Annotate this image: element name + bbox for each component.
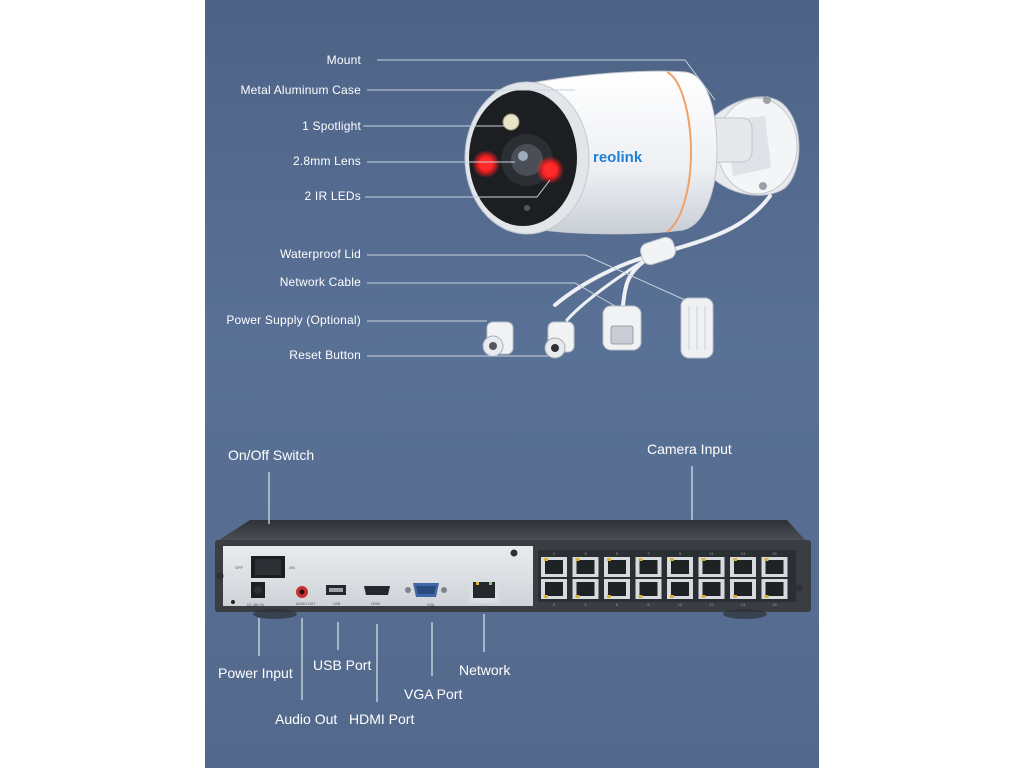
lan-slot-text: LAN <box>480 605 487 609</box>
poe-port-led <box>670 595 674 598</box>
nvr-leader-lines <box>258 466 693 702</box>
label-waterproof-lid: Waterproof Lid <box>279 247 361 261</box>
poe-port-led <box>701 558 706 561</box>
poe-port-socket <box>734 560 752 574</box>
poe-port-number: 1 <box>553 551 556 556</box>
poe-port-socket <box>671 582 689 596</box>
dc-power-jack: DC 48V IN <box>231 582 265 607</box>
poe-port-socket <box>702 582 721 596</box>
product-illustration: reolink <box>215 59 811 702</box>
poe-port-led <box>544 558 548 561</box>
poe-port-number: 3 <box>584 551 587 556</box>
poe-port-number: 8 <box>647 602 650 607</box>
poe-port-led <box>575 595 580 598</box>
label-vga-port: VGA Port <box>404 686 463 702</box>
label-network-cable: Network Cable <box>279 275 361 289</box>
poe-port-number: 6 <box>616 602 619 607</box>
switch-off-text: OFF <box>235 565 244 570</box>
poe-port-led <box>764 558 769 561</box>
cable-splitter <box>640 236 676 266</box>
vga-slot: VGA <box>405 583 447 607</box>
switch-on-text: ON <box>289 565 295 570</box>
label-usb-port: USB Port <box>313 657 372 673</box>
label-lens: 2.8mm Lens <box>292 154 361 168</box>
product-diagram-panel: reolink <box>205 0 819 768</box>
label-power-supply: Power Supply (Optional) <box>226 313 361 327</box>
poe-port-socket <box>671 560 689 574</box>
label-network: Network <box>459 662 511 678</box>
poe-port-socket <box>734 582 752 596</box>
lan-slot: LAN <box>469 579 499 609</box>
label-power-input: Power Input <box>218 665 293 681</box>
poe-port-led <box>607 595 611 598</box>
vga-slot-text: VGA <box>427 603 435 607</box>
poe-port-socket <box>765 560 784 574</box>
poe-port-led <box>575 558 580 561</box>
poe-port-number: 13 <box>741 551 746 556</box>
poe-port-led <box>670 558 674 561</box>
waterproof-lid <box>680 297 714 359</box>
network-connector <box>602 305 642 351</box>
poe-port-number: 10 <box>678 602 683 607</box>
label-audio-out: Audio Out <box>275 711 338 727</box>
power-connector <box>482 321 514 357</box>
poe-port-socket <box>576 582 595 596</box>
poe-port-socket <box>765 582 784 596</box>
poe-port-socket <box>639 582 658 596</box>
poe-port-number: 14 <box>741 602 746 607</box>
power-switch: OFF ON <box>235 556 295 578</box>
poe-port-socket <box>608 560 626 574</box>
poe-port-led <box>764 595 769 598</box>
poe-port-number: 7 <box>647 551 650 556</box>
poe-port-number: 4 <box>584 602 587 607</box>
label-ir-leds: 2 IR LEDs <box>304 189 361 203</box>
poe-port-number: 11 <box>709 551 714 556</box>
dc-jack-text: DC 48V IN <box>247 603 264 607</box>
label-mount: Mount <box>326 53 361 67</box>
poe-port-led <box>544 595 548 598</box>
hdmi-slot: HDMI <box>364 586 390 606</box>
poe-port-number: 12 <box>709 602 714 607</box>
poe-port-led <box>733 595 737 598</box>
poe-port-socket <box>639 560 658 574</box>
label-on-off-switch: On/Off Switch <box>228 447 315 463</box>
brand-logo: reolink <box>593 149 643 166</box>
poe-port-led <box>607 558 611 561</box>
poe-port-socket <box>545 560 563 574</box>
label-camera-input: Camera Input <box>647 441 732 457</box>
poe-port-number: 16 <box>772 602 777 607</box>
poe-port-socket <box>608 582 626 596</box>
poe-port-socket <box>702 560 721 574</box>
hdmi-slot-text: HDMI <box>371 602 380 606</box>
poe-port-number: 9 <box>679 551 682 556</box>
poe-port-number: 2 <box>553 602 556 607</box>
reset-connector <box>544 321 575 359</box>
label-reset-button: Reset Button <box>289 348 361 362</box>
camera-front <box>464 81 590 235</box>
label-hdmi-port: HDMI Port <box>349 711 415 727</box>
label-spotlight: 1 Spotlight <box>302 119 361 133</box>
usb-slot-text: USB <box>333 602 341 606</box>
poe-port-led <box>638 558 643 561</box>
poe-port-number: 5 <box>616 551 619 556</box>
poe-port-led <box>701 595 706 598</box>
label-metal-case: Metal Aluminum Case <box>240 83 361 97</box>
poe-port-socket <box>545 582 563 596</box>
camera-cables <box>553 194 772 322</box>
usb-slot: USB <box>326 585 346 606</box>
poe-port-led <box>733 558 737 561</box>
poe-port-socket <box>576 560 595 574</box>
audio-jack-text: AUDIO OUT <box>296 602 316 606</box>
camera-leader-lines <box>363 59 716 357</box>
poe-port-number: 15 <box>772 551 777 556</box>
audio-out-jack: AUDIO OUT <box>296 586 316 606</box>
poe-port-led <box>638 595 643 598</box>
